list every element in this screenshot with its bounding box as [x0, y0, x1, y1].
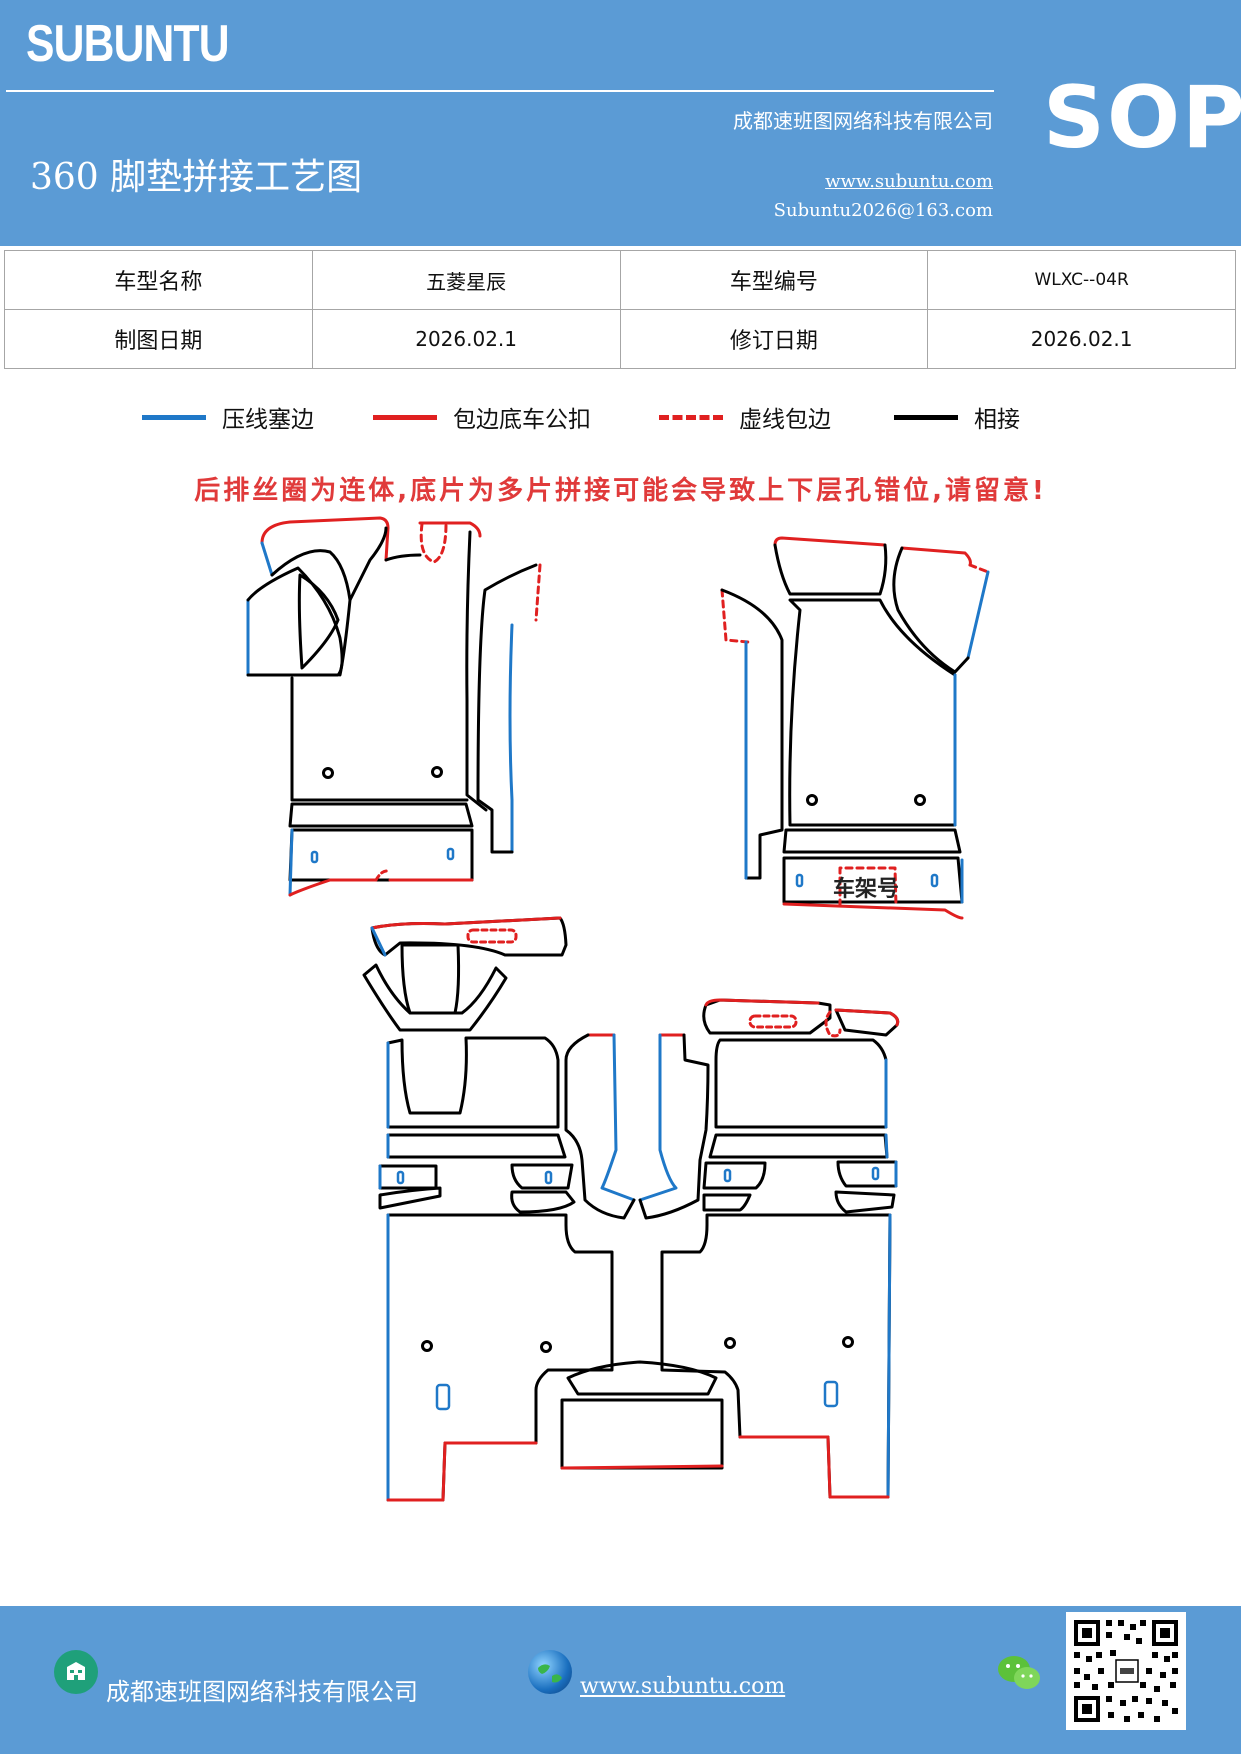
revise-date-label: 修订日期	[619, 309, 929, 369]
draw-date-value: 2026.02.1	[311, 309, 621, 369]
frame-number-label: 车架号	[833, 876, 899, 902]
draw-date-label: 制图日期	[4, 309, 313, 369]
model-name-label: 车型名称	[4, 250, 313, 310]
front-left-mat	[246, 516, 542, 897]
red-dashed-swatch	[659, 414, 723, 420]
line-legend: 压线塞边 包边底车公扣 虚线包边 相接	[0, 400, 1241, 440]
red-line-swatch	[373, 414, 437, 420]
blue-line-swatch	[142, 414, 206, 420]
vehicle-info-table: 车型名称 五菱星辰 车型编号 WLXC--04R 制图日期 2026.02.1 …	[4, 250, 1236, 369]
legend-item: 包边底车公扣	[373, 400, 591, 434]
table-row: 车型名称 五菱星辰 车型编号 WLXC--04R	[4, 250, 1236, 310]
building-icon	[54, 1650, 98, 1694]
globe-icon	[528, 1650, 572, 1694]
legend-label: 包边底车公扣	[453, 407, 591, 433]
legend-item: 虚线包边	[659, 400, 831, 434]
model-code-value: WLXC--04R	[927, 250, 1236, 310]
qr-code	[1066, 1612, 1186, 1730]
company-name: 成都速班图网络科技有限公司	[733, 109, 993, 133]
brand-logo: SUBUNTU	[26, 15, 230, 73]
email-address: Subuntu2026@163.com	[773, 200, 993, 221]
legend-label: 相接	[974, 407, 1020, 433]
sop-badge: SOP	[1043, 68, 1241, 168]
document-title: 360 脚垫拼接工艺图	[30, 157, 363, 198]
revise-date-value: 2026.02.1	[927, 309, 1236, 369]
legend-label: 虚线包边	[739, 407, 831, 433]
warning-note: 后排丝圈为连体,底片为多片拼接可能会导致上下层孔错位,请留意!	[194, 476, 1047, 506]
model-code-label: 车型编号	[619, 250, 929, 310]
footer-company: 成都速班图网络科技有限公司	[106, 1678, 418, 1706]
rear-mat	[362, 916, 900, 1502]
header-banner: SUBUNTU 成都速班图网络科技有限公司 360 脚垫拼接工艺图 www.su…	[0, 0, 1241, 246]
front-right-mat: 车架号	[720, 536, 990, 920]
wechat-icon	[996, 1652, 1042, 1694]
website-link[interactable]: www.subuntu.com	[825, 171, 993, 192]
black-line-swatch	[894, 414, 958, 420]
model-name-value: 五菱星辰	[311, 250, 621, 310]
legend-item: 压线塞边	[142, 400, 314, 434]
legend-label: 压线塞边	[222, 407, 314, 433]
table-row: 制图日期 2026.02.1 修订日期 2026.02.1	[4, 309, 1236, 369]
footer-website-link[interactable]: www.subuntu.com	[580, 1674, 786, 1699]
header-divider	[6, 90, 994, 92]
legend-item: 相接	[894, 400, 1020, 434]
